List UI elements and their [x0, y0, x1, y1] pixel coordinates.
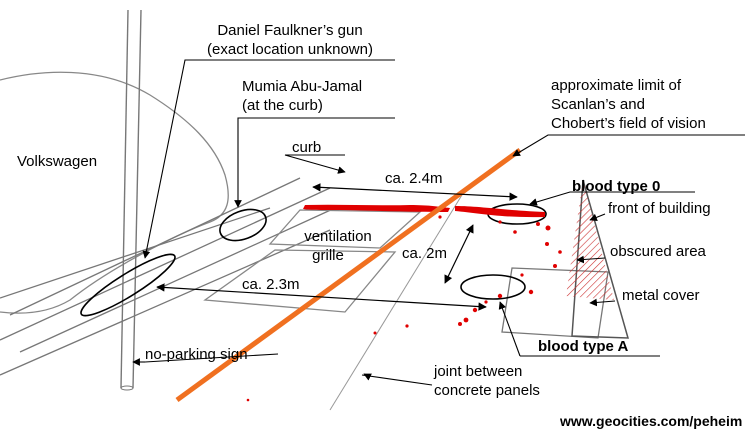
gun-label: Daniel Faulkner’s gun (exact location un… — [180, 22, 400, 58]
vision-limit-label: approximate limit of Scanlan’s and Chobe… — [551, 77, 706, 132]
mumia-label-line2: (at the curb) — [242, 97, 323, 114]
metal-cover-label: metal cover — [622, 287, 700, 304]
volkswagen-outline — [0, 71, 229, 314]
website-credit: www.geocities.com/peheim — [560, 413, 743, 429]
grille-label-line2: grille — [312, 247, 344, 264]
vision-limit-line2: Scanlan’s and — [551, 96, 645, 113]
ventilation-grille — [268, 209, 422, 249]
leader-lines — [132, 59, 745, 386]
joint-label-line1: joint between — [434, 363, 523, 380]
gun-location-ellipse — [80, 253, 176, 317]
grille-label-line1: ventilation — [304, 228, 372, 245]
vision-limit-line3: Chobert’s field of vision — [551, 115, 706, 132]
gun-label-line2: (exact location unknown) — [207, 41, 373, 58]
distance-2-4m-label: ca. 2.4m — [385, 170, 443, 187]
mumia-label-line1: Mumia Abu-Jamal — [242, 78, 363, 95]
curb-label: curb — [292, 139, 322, 156]
no-parking-sign-label: no-parking sign — [145, 346, 248, 363]
volkswagen-label: Volkswagen — [17, 153, 98, 170]
obscured-area-label: obscured area — [610, 243, 706, 260]
distance-2m-label: ca. 2m — [402, 245, 448, 262]
blood-type-a-label: blood type A — [538, 338, 629, 355]
mumia-location-ellipse — [219, 208, 267, 242]
blood-type-a-ellipse — [460, 274, 526, 300]
mumia-label: Mumia Abu-Jamal (at the curb) — [242, 78, 362, 114]
distance-arrows — [156, 183, 518, 311]
ventilation-grille-label: ventilation grille — [283, 228, 393, 264]
front-of-building-label: front of building — [608, 200, 711, 217]
no-parking-sign-pole — [120, 9, 142, 391]
vision-limit-line1: approximate limit of — [551, 77, 682, 94]
distance-2-3m-label: ca. 2.3m — [242, 276, 300, 293]
gun-label-line1: Daniel Faulkner’s gun — [217, 22, 363, 39]
blood-type-0-label: blood type 0 — [572, 178, 661, 195]
obscured-area — [566, 180, 614, 300]
joint-label-line2: concrete panels — [434, 382, 540, 399]
concrete-joint-label: joint between concrete panels — [434, 363, 540, 399]
